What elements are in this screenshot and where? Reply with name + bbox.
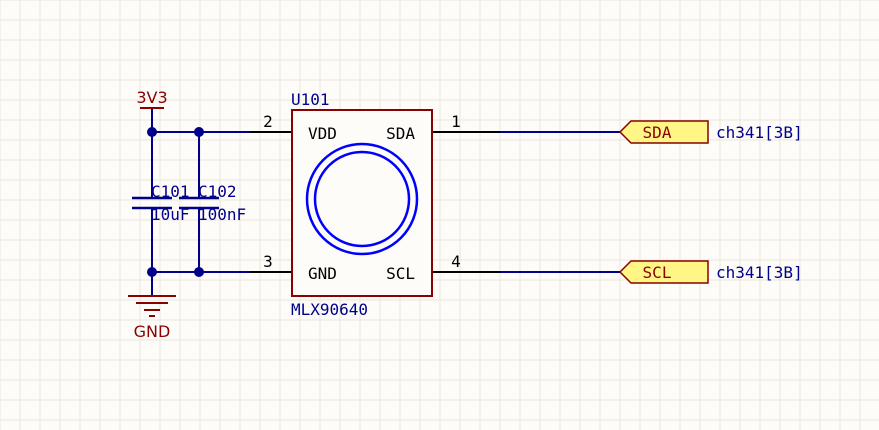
pin-number-sda: 1 <box>451 112 461 131</box>
pin-number-scl: 4 <box>451 252 461 271</box>
net-label-scl[interactable]: SCL <box>618 260 709 284</box>
capacitor-ref-c101: C101 <box>151 182 190 201</box>
sensor-window-inner <box>313 150 411 248</box>
capacitor-c102[interactable] <box>179 196 219 210</box>
junction-dot[interactable] <box>147 127 157 137</box>
net-label-sda-text: SDA <box>643 123 672 142</box>
net-label-sda-shape <box>618 120 709 144</box>
capacitor-ref-c102: C102 <box>198 182 237 201</box>
pin-number-vdd: 2 <box>263 112 273 131</box>
pin-number-gnd: 3 <box>263 252 273 271</box>
net-annotation-sda: ch341[3B] <box>716 123 803 142</box>
net-label-scl-text: SCL <box>643 263 672 282</box>
junction-dot[interactable] <box>194 267 204 277</box>
component-u101[interactable]: VDD SDA GND SCL <box>291 109 433 297</box>
capacitor-value-c101: 10uF <box>151 205 190 224</box>
net-annotation-scl: ch341[3B] <box>716 263 803 282</box>
capacitor-c101[interactable] <box>132 196 172 210</box>
net-label-scl-shape <box>618 260 709 284</box>
junction-dot[interactable] <box>147 267 157 277</box>
ground-symbol[interactable]: GND <box>128 295 176 341</box>
pin-lines <box>250 131 500 273</box>
pin-name-sda: SDA <box>386 124 415 143</box>
component-value-u101: MLX90640 <box>291 300 368 319</box>
sensor-window-outer <box>305 142 419 256</box>
pin-name-scl: SCL <box>386 264 415 283</box>
net-label-sda[interactable]: SDA <box>618 120 709 144</box>
power-symbol-3v3[interactable]: 3V3 <box>136 88 168 109</box>
pin-name-gnd: GND <box>308 264 337 283</box>
pin-name-vdd: VDD <box>308 124 337 143</box>
ground-label: GND <box>134 322 171 341</box>
junction-dot[interactable] <box>194 127 204 137</box>
capacitor-value-c102: 100nF <box>198 205 246 224</box>
component-ref-u101: U101 <box>291 90 330 109</box>
junctions <box>147 127 204 277</box>
power-label-3v3: 3V3 <box>136 88 167 107</box>
